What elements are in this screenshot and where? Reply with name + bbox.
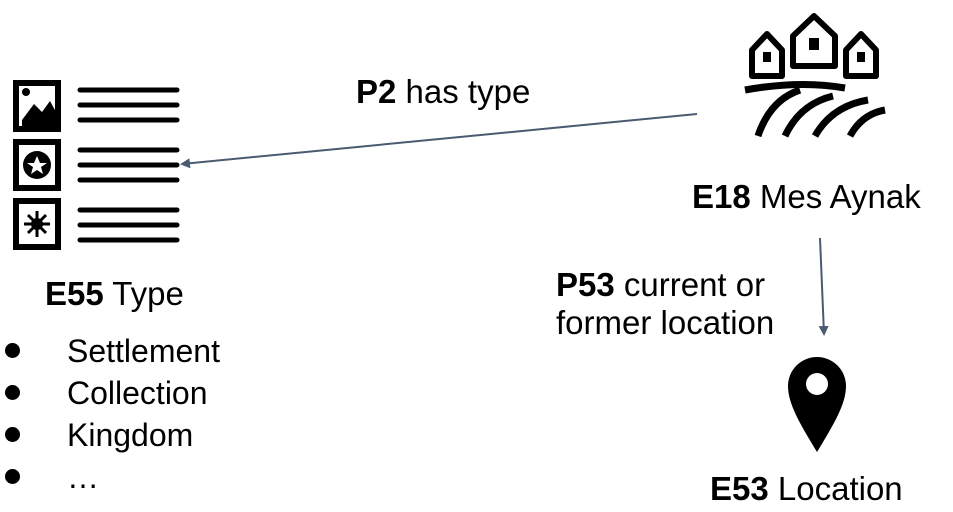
bullet-icon bbox=[5, 343, 20, 358]
edge-label-location: P53 current or former location bbox=[556, 266, 774, 342]
edge-arrow-has-type bbox=[180, 113, 698, 169]
edge-arrow-location bbox=[818, 237, 829, 336]
node-label-type: E55 Type bbox=[45, 275, 184, 313]
list-item-text: … bbox=[67, 459, 99, 495]
settlement-houses-icon bbox=[744, 13, 886, 138]
bullet-icon bbox=[5, 385, 20, 400]
edge-label-has-type: P2 has type bbox=[356, 73, 530, 111]
map-pin-icon bbox=[788, 357, 846, 452]
list-item-text: Collection bbox=[67, 375, 208, 411]
edge-name-line1: current or bbox=[623, 266, 766, 303]
edge-code: P53 bbox=[556, 266, 615, 303]
bullet-icon bbox=[5, 469, 20, 484]
node-name: Mes Aynak bbox=[759, 178, 921, 215]
bullet-icon bbox=[5, 427, 20, 442]
list-item-text: Kingdom bbox=[67, 417, 194, 453]
type-list-icon bbox=[13, 80, 180, 250]
node-code: E55 bbox=[45, 275, 104, 312]
node-name: Type bbox=[112, 275, 184, 312]
node-label-site: E18 Mes Aynak bbox=[692, 178, 921, 216]
node-label-location: E53 Location bbox=[710, 470, 903, 508]
edge-name-line2: former location bbox=[556, 304, 775, 341]
node-name: Location bbox=[777, 470, 903, 507]
node-code: E18 bbox=[692, 178, 751, 215]
edge-code: P2 bbox=[356, 73, 397, 110]
list-item-text: Settlement bbox=[67, 333, 220, 369]
edge-name: has type bbox=[405, 73, 531, 110]
node-code: E53 bbox=[710, 470, 769, 507]
